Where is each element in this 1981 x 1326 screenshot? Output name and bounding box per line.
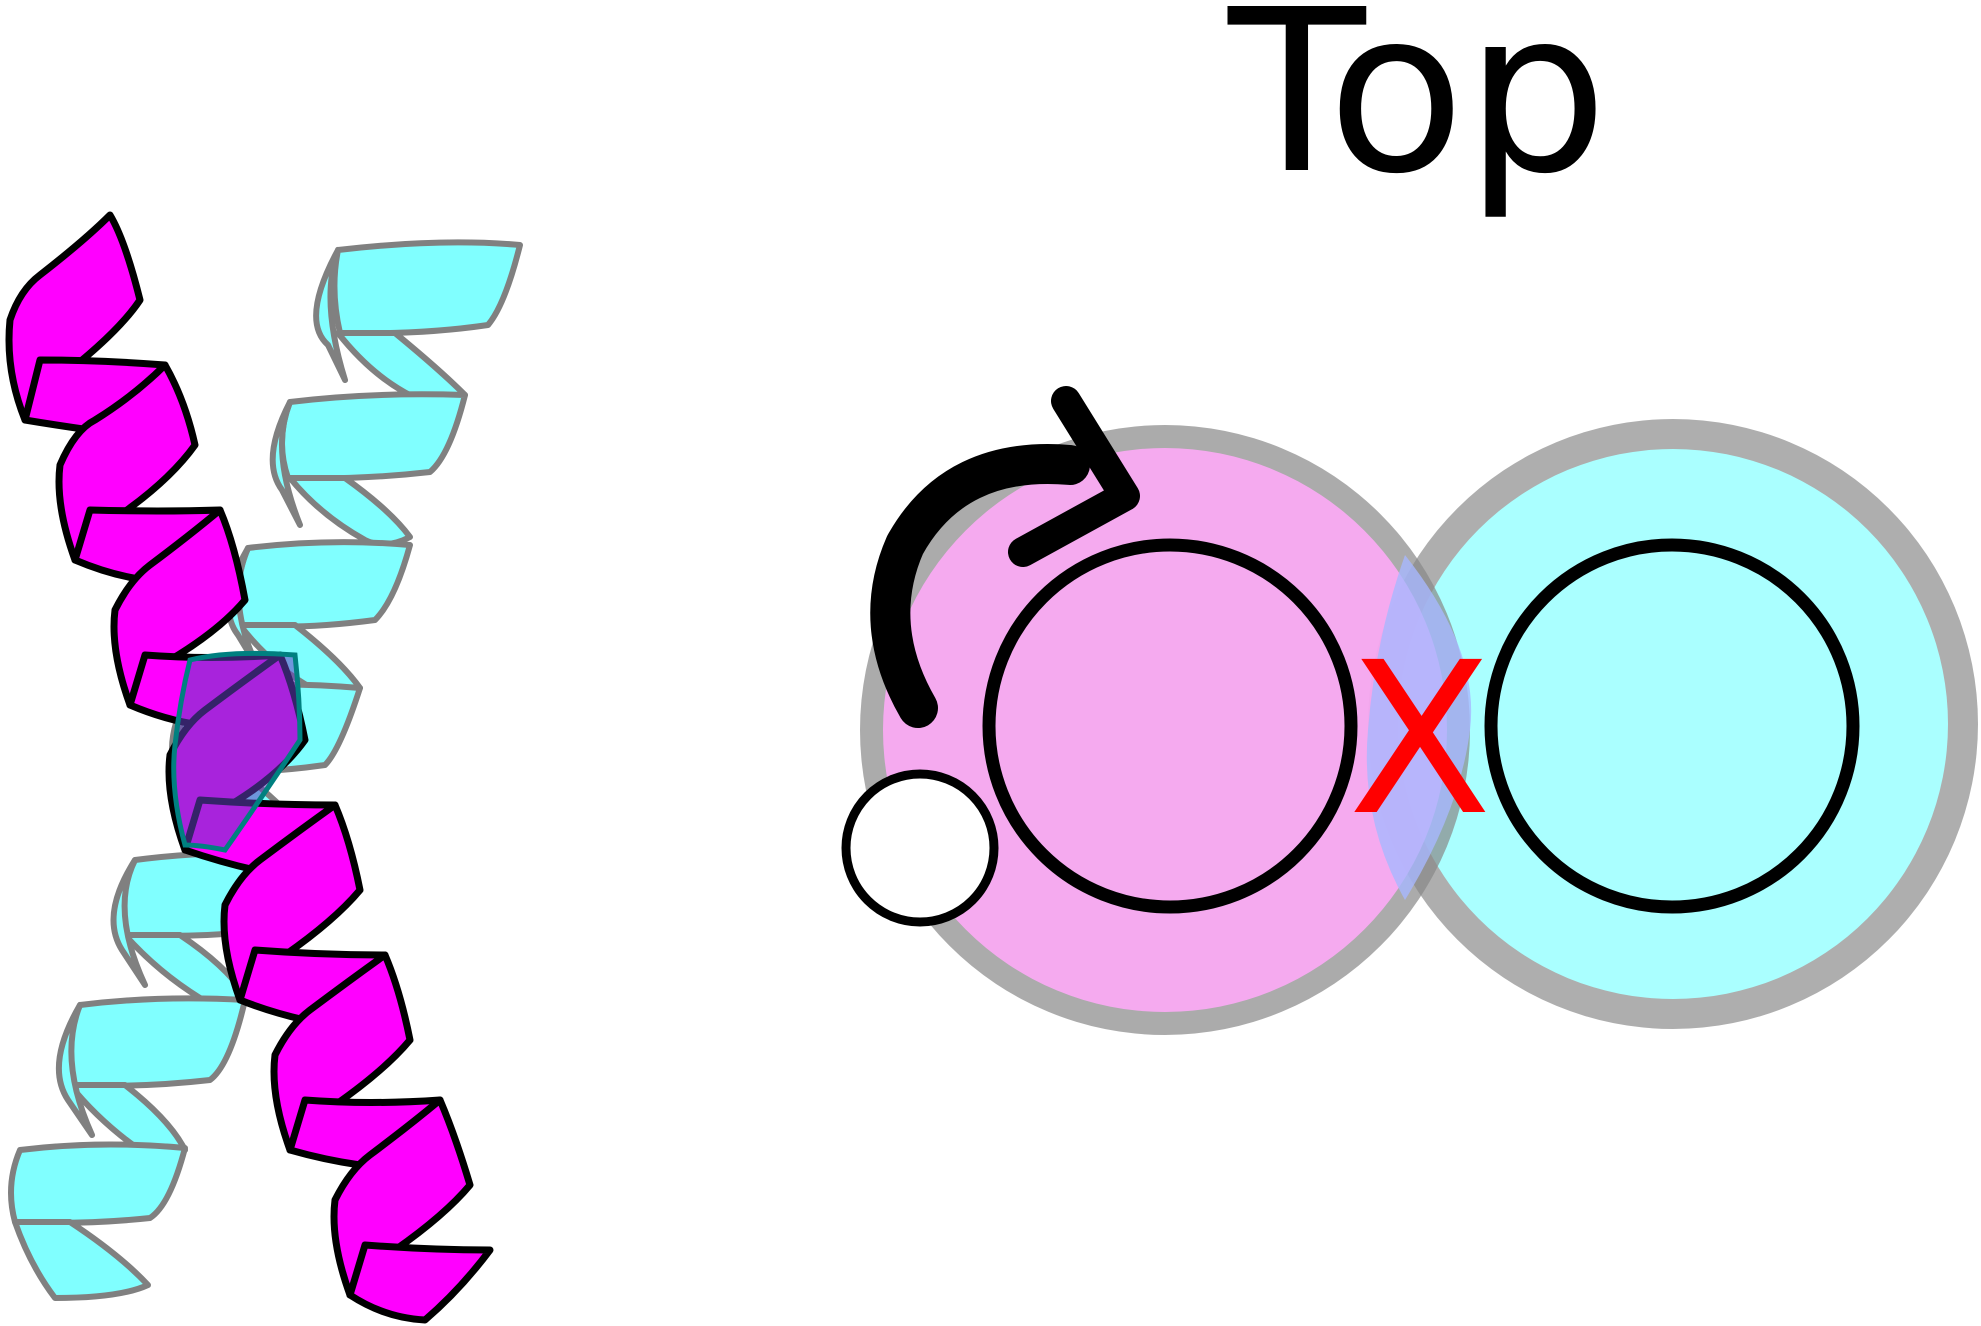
view-title: Top (1227, 0, 1608, 224)
residue-marker (841, 769, 999, 927)
clash-marker: X (1348, 617, 1492, 862)
clockwise-arrow-icon (870, 386, 1140, 728)
magenta-disc (883, 448, 1447, 1012)
cyan-helix-axis-ring (1484, 538, 1860, 914)
overlap-region (1366, 555, 1472, 900)
helix-overlap-shade (171, 650, 303, 853)
cyan-disc (1398, 449, 1948, 999)
helix-pair (5, 211, 523, 1324)
top-view: X Top (841, 0, 1978, 1035)
magenta-helix-axis-ring (982, 538, 1358, 914)
magenta-helix (5, 211, 494, 1324)
